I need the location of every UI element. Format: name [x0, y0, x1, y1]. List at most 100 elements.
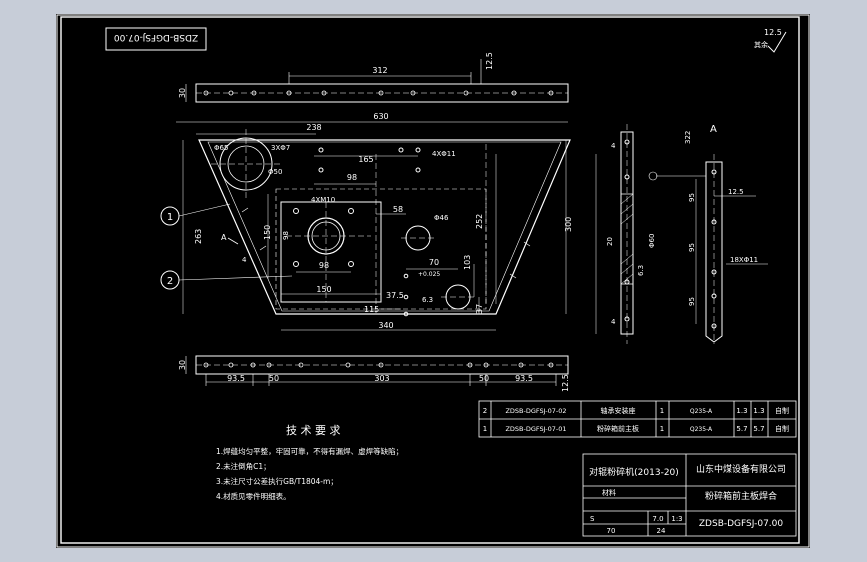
stamp-box: [105, 27, 207, 51]
tb-weight: 7.0: [652, 515, 663, 523]
dim-side-4a: 4: [611, 318, 616, 326]
drawing-sheet: ZDSB-DGFSJ-07.00 12.5 其余 312 12.5 30: [56, 14, 810, 548]
bom-row1-no: 2: [483, 407, 487, 415]
dim-left-offset: 238: [306, 123, 321, 132]
tb-w70: 70: [607, 527, 616, 535]
dim-4: 4: [242, 256, 247, 264]
dim-37-5: 37.5: [386, 291, 404, 300]
dim-165: 165: [358, 155, 373, 164]
bom-row1-code: ZDSB-DGFSJ-07-02: [505, 407, 566, 415]
top-view: [185, 59, 569, 103]
dim-dia-50: Φ50: [268, 168, 282, 176]
tb-w24: 24: [657, 527, 666, 535]
dim-252: 252: [475, 214, 484, 229]
bom-row2-qty: 1: [660, 425, 664, 433]
dim-side-60: Φ60: [648, 234, 656, 248]
bom-row2-unit-wt: 5.7: [736, 425, 747, 433]
dim-side-20: 20: [606, 237, 614, 246]
dim-side-322: 322: [684, 131, 692, 144]
tech-item-2: 2.未注倒角C1；: [216, 461, 271, 471]
outer-border: [56, 14, 810, 548]
dim-side-95c: 95: [688, 297, 696, 306]
roughness-note: 其余: [754, 40, 768, 49]
dim-top-offset: 12.5: [485, 52, 494, 70]
dim-dia-46: Φ46: [434, 214, 449, 222]
side-view: [595, 124, 768, 344]
dim-bottom-12-5: 12.5: [561, 374, 570, 392]
bom-row2-code: ZDSB-DGFSJ-07-01: [505, 425, 566, 433]
dim-bottom-50a: 50: [269, 374, 279, 383]
view-arrow-a: A: [221, 233, 227, 242]
tb-scale: 1:3: [671, 515, 682, 523]
dim-side-6-3: 6.3: [637, 265, 645, 276]
bom-row2-mat: Q235-A: [690, 426, 713, 433]
dim-holes-18x11: 18XΦ11: [730, 256, 758, 264]
title-block: [582, 453, 797, 537]
callout-2-label: 2: [167, 276, 173, 287]
front-view: [176, 121, 571, 331]
inner-border: [60, 16, 800, 544]
dim-37: 37: [475, 304, 484, 314]
dim-overall-width: 630: [373, 112, 388, 121]
callout-1-label: 1: [167, 212, 173, 223]
dim-side-95b: 95: [688, 243, 696, 252]
callout-2: [160, 270, 180, 290]
tb-company: 山东中煤设备有限公司: [696, 463, 786, 475]
dim-58: 58: [393, 205, 403, 214]
callout-1: [160, 206, 180, 226]
dim-holes-4x11: 4XΦ11: [432, 150, 456, 158]
tb-drawing-name: 粉碎箱前主板焊合: [705, 490, 777, 502]
tech-item-4: 4.材质见零件明细表。: [216, 491, 291, 501]
dim-6-3-front: 6.3: [422, 296, 433, 304]
dim-340: 340: [378, 321, 393, 330]
dim-150-vert: 150: [263, 225, 272, 240]
bom-row2-no: 1: [483, 425, 487, 433]
dim-98-vert: 98: [282, 231, 290, 240]
tech-item-3: 3.未注尺寸公差执行GB/T1804-m；: [216, 476, 338, 486]
roughness-symbol: [767, 31, 787, 53]
dim-bottom-93-5a: 93.5: [227, 374, 245, 383]
cad-drawing: ZDSB-DGFSJ-07.00 12.5 其余 312 12.5 30: [56, 14, 810, 548]
dim-dia-65: Φ65: [214, 144, 228, 152]
bom-row1-name: 轴承安装座: [601, 406, 636, 415]
dim-150: 150: [316, 285, 331, 294]
bom-row1-total-wt: 1.3: [753, 407, 764, 415]
dim-side-95a: 95: [688, 193, 696, 202]
dim-103: 103: [463, 255, 472, 270]
dim-bottom-93-5b: 93.5: [515, 374, 533, 383]
dim-side-4b: 4: [611, 142, 616, 150]
tb-project: 对辊粉碎机(2013-20): [589, 466, 679, 478]
bottom-view: [185, 355, 569, 386]
tb-mat-label: 材料: [602, 488, 616, 497]
dim-holes-3x7: 3XΦ7: [271, 144, 290, 152]
dim-300: 300: [564, 217, 573, 232]
dim-98b: 98: [319, 261, 329, 270]
bom-row2-name: 粉碎箱前主板: [597, 424, 639, 433]
tech-title: 技 术 要 求: [286, 424, 341, 437]
bom-row1-unit-wt: 1.3: [736, 407, 747, 415]
dim-holes-4xm10: 4XM10: [311, 196, 335, 204]
dim-70: 70: [429, 258, 439, 267]
dim-bottom-thickness: 30: [178, 360, 187, 370]
dim-98: 98: [347, 173, 357, 182]
dim-115: 115: [364, 305, 379, 314]
dim-tol-25: +0.025: [418, 271, 440, 278]
dim-bottom-303: 303: [374, 374, 389, 383]
view-label-a: A: [710, 124, 717, 135]
dim-bottom-50b: 50: [479, 374, 489, 383]
tb-stage: S: [590, 515, 595, 523]
bom-row1-mat: Q235-A: [690, 408, 713, 415]
bom-row1-qty: 1: [660, 407, 664, 415]
tb-drawing-no: ZDSB-DGFSJ-07.00: [699, 519, 783, 529]
stamp-text: ZDSB-DGFSJ-07.00: [114, 32, 198, 42]
tech-item-1: 1.焊缝均匀平整，牢固可靠，不得有漏焊、虚焊等缺陷；: [216, 446, 403, 456]
bom-row2-total-wt: 5.7: [753, 425, 764, 433]
bom-table: [478, 400, 797, 438]
roughness-value: 12.5: [764, 28, 782, 37]
dim-top-thickness: 30: [178, 88, 187, 98]
bom-row2-note: 自制: [775, 424, 789, 433]
bom-row1-note: 自制: [775, 406, 789, 415]
dim-top-length: 312: [372, 66, 387, 75]
dim-263: 263: [194, 229, 203, 244]
dim-side-12-5: 12.5: [728, 188, 744, 196]
